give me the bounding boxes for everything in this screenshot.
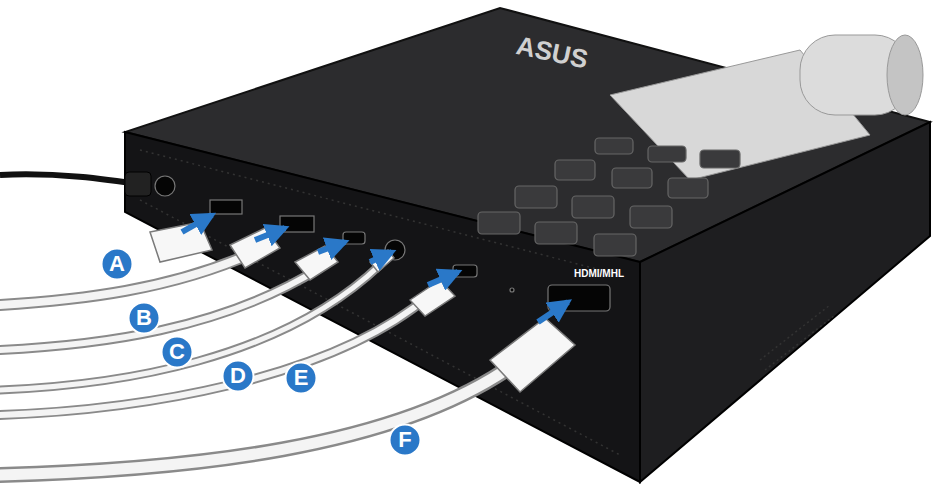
callout-text: A	[109, 253, 125, 275]
callout-letter: A	[100, 247, 134, 281]
port-label: HDMI/MHL	[574, 268, 624, 279]
side-face	[640, 122, 930, 482]
power-plug	[125, 172, 151, 196]
callout-letter: F	[388, 423, 422, 457]
ports	[155, 176, 610, 311]
lens-rim	[887, 35, 923, 115]
buttons	[478, 138, 740, 256]
callout-text: E	[294, 367, 309, 389]
callout-text: D	[230, 365, 246, 387]
insert-arrows	[182, 215, 568, 322]
callout-text: C	[169, 341, 185, 363]
callout-text: B	[136, 307, 152, 329]
callout-letter: D	[221, 359, 255, 393]
callout-letter: C	[160, 335, 194, 369]
cables	[0, 252, 520, 475]
callout-text: F	[398, 429, 411, 451]
callout-letter: E	[284, 361, 318, 395]
plugs	[150, 222, 575, 392]
callout-letter: B	[127, 301, 161, 335]
